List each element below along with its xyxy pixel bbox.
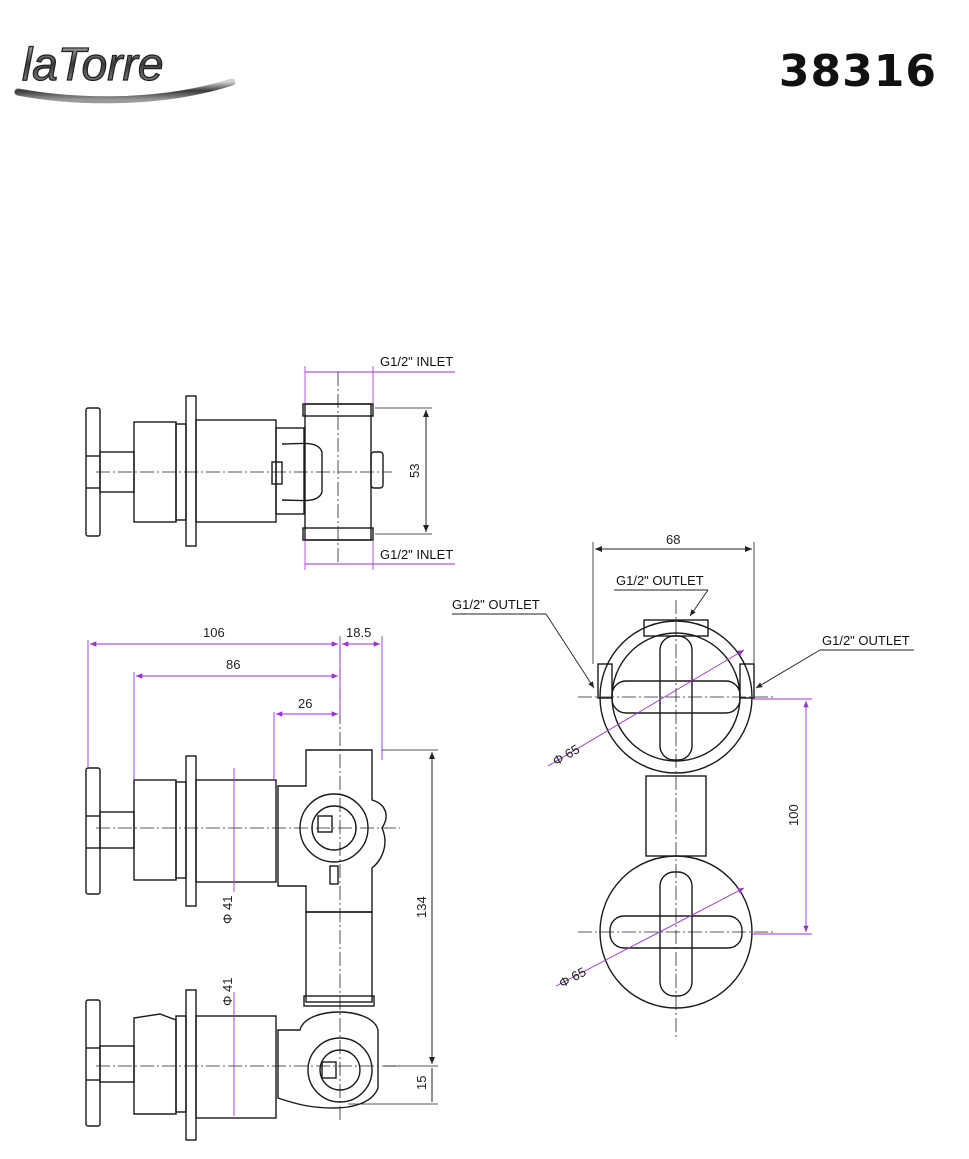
inlet-callout-top: G1/2" INLET bbox=[304, 354, 455, 404]
product-code: 38316 bbox=[778, 46, 937, 97]
dim-depth bbox=[87, 636, 383, 1116]
dim-label-106: 106 bbox=[203, 625, 225, 640]
dim-label-26: 26 bbox=[298, 696, 312, 711]
dim-label-100: 100 bbox=[786, 804, 801, 826]
outlet-leaders bbox=[452, 589, 914, 689]
dim-label-68: 68 bbox=[666, 532, 680, 547]
dim-label-15: 15 bbox=[414, 1076, 429, 1090]
handle-wheel-lower bbox=[85, 999, 101, 1127]
dim-label-18-5: 18.5 bbox=[346, 625, 371, 640]
outlet-label-left: G1/2" OUTLET bbox=[452, 597, 540, 612]
svg-text:53: 53 bbox=[407, 464, 422, 478]
dim-label-phi41-lower: Φ 41 bbox=[220, 978, 235, 1006]
dim-inlet-spacing: 53 bbox=[375, 407, 432, 535]
svg-text:G1/2" INLET: G1/2" INLET bbox=[380, 547, 453, 562]
dim-label-134: 134 bbox=[414, 896, 429, 918]
valve-body-lower bbox=[277, 1011, 379, 1109]
inlet-callout-bottom: G1/2" INLET bbox=[304, 540, 455, 570]
dim-label-phi65-lower: Φ 65 bbox=[556, 964, 588, 991]
svg-text:G1/2" INLET: G1/2" INLET bbox=[380, 354, 453, 369]
dim-label-86: 86 bbox=[226, 657, 240, 672]
brand-logo: laTorre bbox=[14, 37, 236, 104]
svg-text:laTorre: laTorre bbox=[22, 38, 163, 90]
outlet-label-top: G1/2" OUTLET bbox=[616, 573, 704, 588]
dim-handle-spacing bbox=[752, 698, 812, 935]
dim-label-phi41-upper: Φ 41 bbox=[220, 896, 235, 924]
outlet-label-right: G1/2" OUTLET bbox=[822, 633, 910, 648]
top-side-view bbox=[85, 395, 384, 547]
wall-flange bbox=[185, 395, 197, 547]
dim-label-phi65-upper: Φ 65 bbox=[550, 741, 582, 768]
lower-side-view bbox=[85, 749, 387, 1141]
connecting-pipe bbox=[305, 911, 373, 1003]
dim-height bbox=[348, 749, 438, 1105]
handle-wheel-upper bbox=[85, 767, 101, 895]
dim-front-width bbox=[592, 542, 755, 664]
